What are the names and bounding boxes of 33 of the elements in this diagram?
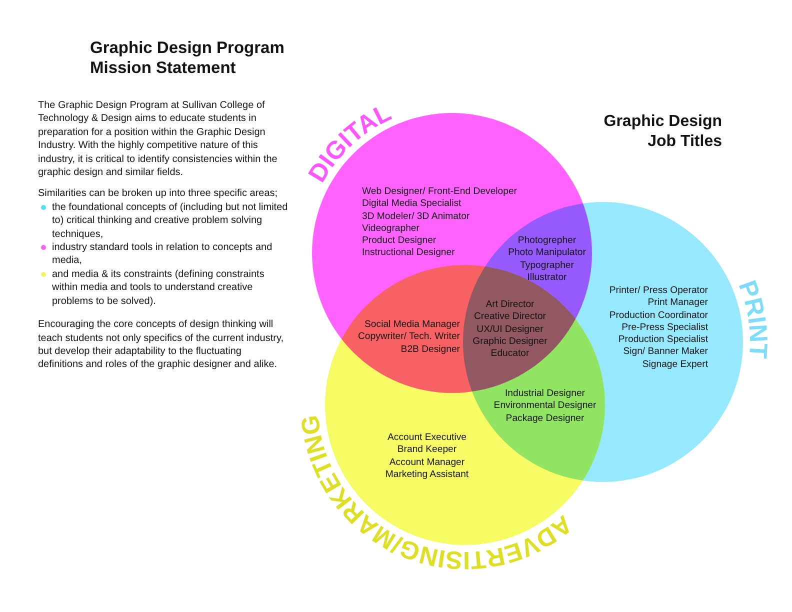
- job-title: 3D Modeler/ 3D Animator: [362, 210, 470, 223]
- job-title: Product Designer: [362, 235, 436, 248]
- section-heading: Graphic Design Job Titles: [602, 112, 722, 152]
- job-title: Graphic Designer: [472, 336, 548, 348]
- page-title: Graphic Design Program Mission Statement: [90, 38, 286, 78]
- paragraph-text: Encouraging the core concepts of design thinking will teach students not only specifics of the current industry, but develop their adaptability to the fluctuating definitions and roles of the graphic designer and alike.: [38, 318, 284, 372]
- paragraph-text: The Graphic Design Program at Sullivan College of Technology & Design aims to educate students in preparation for a position within the Graphic Design Industry. With the highly competitive nature of this industry, it is critical to identify consistencies within the graphic design and similar fields.: [38, 99, 278, 180]
- list-item-text: and media & its constraints (defining constraints within media and tools to understand creative problems to be solved).: [52, 268, 266, 308]
- job-title: B2B Designer: [400, 344, 460, 356]
- job-title: Creative Director: [474, 311, 546, 324]
- job-title: Pre-Press Specialist: [622, 322, 708, 334]
- paragraph-text: Similarities can be broken up into three specific areas;: [38, 187, 279, 201]
- job-title: Print Manager: [648, 297, 708, 310]
- job-title: Educator: [490, 348, 530, 360]
- job-title: Photo Manipulator: [508, 247, 586, 260]
- job-title: Social Media Manager: [364, 319, 460, 332]
- job-title: Copywriter/ Tech. Writer: [358, 331, 460, 344]
- job-title: Illustrator: [527, 272, 567, 284]
- job-title: Production Specialist: [618, 334, 708, 346]
- job-title: Production Coordinator: [609, 310, 708, 322]
- job-title: UX/UI Designer: [476, 324, 544, 336]
- job-title: Photogrepher: [518, 235, 576, 248]
- job-title: Signage Expert: [642, 358, 708, 372]
- job-title: Printer/ Press Operator: [609, 285, 708, 298]
- job-title: Web Designer/ Front-End Developer: [362, 186, 517, 198]
- job-title: Environmental Designer: [494, 400, 596, 413]
- job-title: Instructional Designer: [362, 247, 455, 260]
- job-title: Digital Media Specialist: [362, 198, 462, 211]
- job-title: Videographer: [362, 222, 420, 236]
- job-title: Art Director: [486, 299, 534, 312]
- job-title: Industrial Designer: [505, 388, 585, 400]
- job-title: Sign/ Banner Maker: [623, 346, 708, 359]
- job-title: Typographer: [520, 260, 574, 272]
